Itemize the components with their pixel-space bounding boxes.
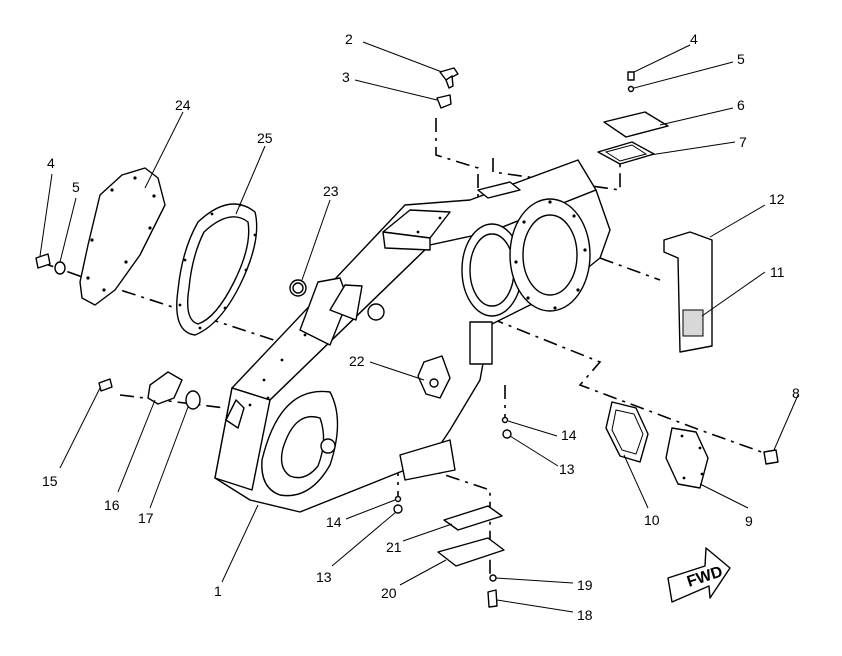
callout-11: 11 bbox=[770, 264, 785, 280]
part-20-cover bbox=[437, 537, 505, 567]
callout-13-lower: 13 bbox=[316, 569, 332, 585]
part-4-bolt-top bbox=[627, 71, 635, 81]
callout-5-top: 5 bbox=[737, 51, 745, 67]
part-14-washer-lower bbox=[394, 495, 402, 503]
callout-16: 16 bbox=[104, 497, 120, 513]
callout-15: 15 bbox=[42, 473, 58, 489]
callout-25: 25 bbox=[257, 130, 273, 146]
callout-14-center: 14 bbox=[561, 427, 577, 443]
part-6-cover bbox=[603, 111, 669, 138]
callout-4-left: 4 bbox=[47, 155, 55, 171]
callout-6: 6 bbox=[737, 97, 745, 113]
fwd-direction-arrow: FWD bbox=[667, 547, 731, 603]
part-3-fitting bbox=[436, 94, 452, 109]
callout-21: 21 bbox=[386, 539, 402, 555]
part-4-bolt-left bbox=[35, 253, 51, 269]
callout-5-left: 5 bbox=[72, 179, 80, 195]
part-1-gear-housing bbox=[214, 159, 611, 513]
part-7-gasket bbox=[597, 141, 655, 165]
part-14-washer-center bbox=[501, 416, 509, 424]
part-9-cover bbox=[665, 427, 709, 489]
part-25-gasket bbox=[176, 203, 258, 336]
part-5-washer-left bbox=[54, 261, 66, 275]
callout-13-center: 13 bbox=[559, 461, 575, 477]
callout-3: 3 bbox=[342, 69, 350, 85]
part-10-gasket bbox=[605, 401, 649, 463]
part-16-plate bbox=[147, 371, 183, 405]
callout-24: 24 bbox=[175, 97, 191, 113]
part-17-seal bbox=[185, 390, 201, 410]
part-23-pin bbox=[292, 282, 304, 294]
callout-14-lower: 14 bbox=[326, 514, 342, 530]
callout-12: 12 bbox=[769, 191, 785, 207]
callout-22: 22 bbox=[349, 353, 365, 369]
callout-19: 19 bbox=[577, 577, 593, 593]
part-18-bolt bbox=[487, 589, 498, 608]
callout-1: 1 bbox=[214, 583, 222, 599]
part-5-washer-top bbox=[627, 85, 635, 93]
part-13-bolt-center bbox=[502, 429, 512, 439]
callout-labels: 2 3 4 4 5 5 6 7 8 9 10 11 12 13 13 14 14… bbox=[42, 31, 800, 623]
part-22-plate bbox=[417, 355, 451, 399]
part-24-cover-plate bbox=[79, 167, 166, 306]
part-13-bolt-lower bbox=[393, 504, 403, 514]
callout-18: 18 bbox=[577, 607, 593, 623]
callout-10: 10 bbox=[644, 512, 660, 528]
part-15-bolt bbox=[98, 378, 113, 392]
leader-lines bbox=[39, 41, 799, 613]
part-19-washer bbox=[489, 574, 497, 582]
callout-2: 2 bbox=[345, 31, 353, 47]
callout-17: 17 bbox=[138, 510, 154, 526]
part-8-bolt bbox=[763, 449, 779, 465]
callout-8: 8 bbox=[792, 385, 800, 401]
part-2-breather-cap bbox=[439, 67, 459, 89]
callout-20: 20 bbox=[381, 585, 397, 601]
callout-7: 7 bbox=[739, 134, 747, 150]
callout-23: 23 bbox=[323, 183, 339, 199]
part-21-gasket bbox=[443, 505, 503, 531]
callout-9: 9 bbox=[745, 513, 753, 529]
part-11-plate bbox=[682, 309, 704, 337]
callout-4-top: 4 bbox=[690, 31, 698, 47]
